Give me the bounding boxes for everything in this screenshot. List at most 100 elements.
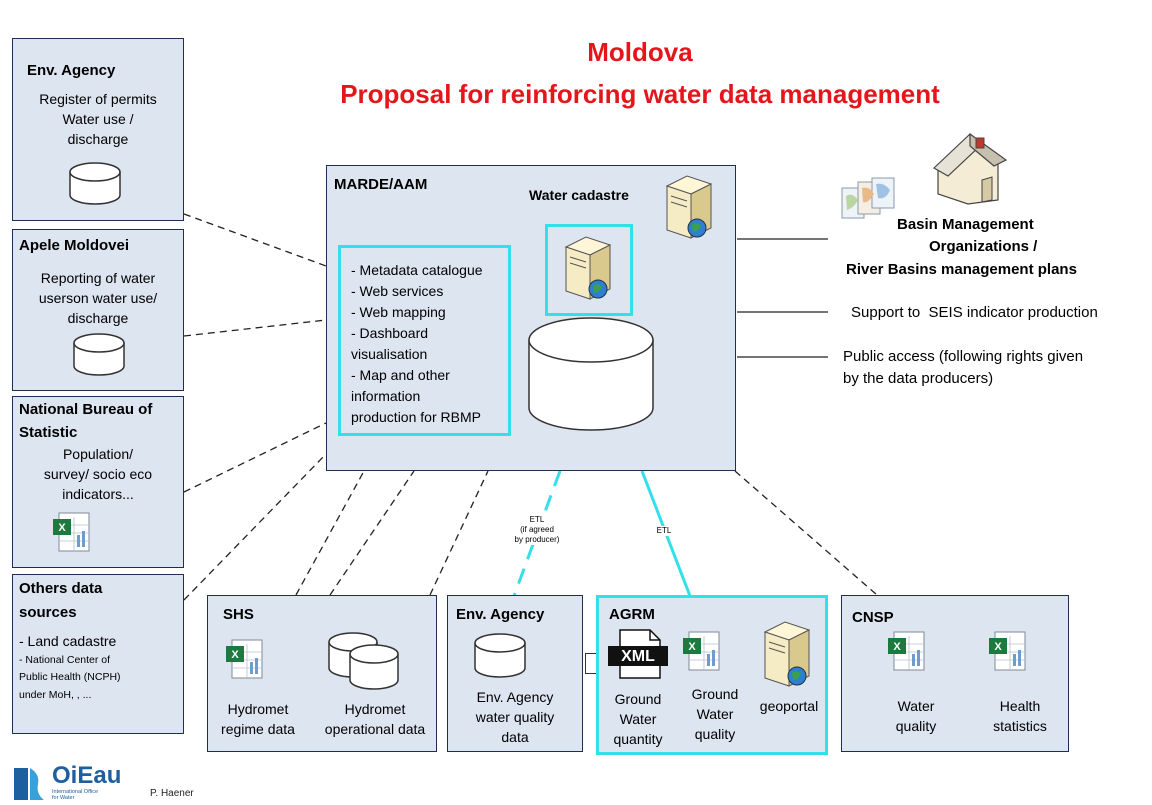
agrm-c-line1: geoportal	[759, 698, 819, 714]
spreadsheet-icon: X	[683, 631, 720, 671]
etl-left-line1: ETL	[529, 515, 545, 524]
diagram-title-line2: Proposal for reinforcing water data mana…	[340, 79, 940, 109]
agrm-b-line2: Water	[696, 706, 734, 722]
bmo-line3: River Basins management plans	[846, 261, 1077, 278]
others-item2b: Public Health (NCPH)	[19, 671, 121, 683]
cnsp-b-line1: Health	[999, 698, 1041, 714]
services-item: - Map and other	[351, 367, 450, 383]
box-env-agency: Env. Agency Register of permits Water us…	[12, 38, 184, 221]
nbs-title-2: Statistic	[19, 424, 78, 441]
env-agency-line1: Register of permits	[39, 91, 157, 107]
public-access-line1: Public access (following rights given	[843, 348, 1084, 365]
public-access-line2: by the data producers)	[843, 370, 994, 387]
svg-text:X: X	[893, 641, 901, 653]
agrm-title: AGRM	[609, 606, 655, 623]
services-item: production for RBMP	[351, 409, 481, 425]
svg-text:X: X	[688, 641, 696, 653]
services-item: - Web services	[351, 283, 444, 299]
connector-apele	[183, 319, 327, 337]
others-item2a: - National Center of	[19, 654, 111, 666]
others-title-1: Others data	[19, 580, 103, 597]
shs-a-line1: Hydromet	[227, 701, 289, 717]
services-list-frame: - Metadata catalogue - Web services - We…	[338, 245, 511, 436]
xml-text: XML	[621, 648, 655, 665]
marde-title: MARDE/AAM	[334, 176, 428, 193]
maps-icon	[841, 177, 895, 219]
env-agency-line2: Water use /	[62, 111, 134, 127]
env-agency-line3: discharge	[67, 131, 129, 147]
env-bottom-line2: water quality	[475, 709, 555, 725]
database-icon	[328, 632, 399, 690]
apele-line1: Reporting of water	[40, 270, 156, 286]
spreadsheet-icon: X	[989, 631, 1026, 671]
etl-left-line2: (if agreed	[520, 525, 554, 534]
services-item: visualisation	[351, 346, 428, 362]
seis-text: Support to SEIS indicator production	[851, 304, 1098, 321]
etl-label-left: ETL (if agreed by producer)	[504, 515, 570, 545]
database-icon	[528, 317, 654, 431]
agrm-b-line1: Ground	[691, 686, 739, 702]
apele-line3: discharge	[67, 310, 129, 326]
apele-line2: userson water use/	[38, 290, 158, 306]
svg-text:X: X	[994, 641, 1002, 653]
nbs-line2: survey/ socio eco	[43, 466, 153, 482]
box-agrm: AGRM XML X Ground Water quantity Ground …	[596, 595, 828, 755]
env-bottom-title: Env. Agency	[456, 606, 545, 623]
connector-shs-a	[295, 470, 365, 596]
agrm-b-line3: quality	[694, 726, 736, 742]
env-agency-title: Env. Agency	[27, 62, 116, 79]
agrm-a-line1: Ground	[614, 691, 662, 707]
oieau-logo: OiEau International Office for Water P. …	[12, 762, 212, 804]
connector-shs-c	[429, 470, 489, 596]
box-shs: SHS X Hydromet regime data Hydromet oper…	[207, 595, 437, 752]
bmo-line2: Organizations /	[929, 238, 1038, 255]
database-icon	[474, 633, 526, 678]
connector-others	[183, 453, 327, 601]
box-others-data: Others data sources - Land cadastre - Na…	[12, 574, 184, 734]
box-national-bureau: National Bureau of Statistic Population/…	[12, 396, 184, 568]
cnsp-b-line2: statistics	[993, 718, 1047, 734]
logo-sub2: for Water	[52, 795, 75, 801]
diagram-title-line1: Moldova	[587, 37, 693, 67]
spreadsheet-icon: X	[888, 631, 925, 671]
database-icon	[73, 333, 125, 376]
spreadsheet-icon: X	[226, 639, 263, 679]
svg-text:X: X	[231, 649, 239, 661]
services-item: information	[351, 388, 421, 404]
agrm-a-line2: Water	[619, 711, 657, 727]
connector-env-agency	[183, 213, 327, 267]
shs-b-line2: operational data	[324, 721, 426, 737]
house-icon	[932, 132, 1008, 205]
env-bottom-line1: Env. Agency	[476, 689, 554, 705]
box-apele-moldovei: Apele Moldovei Reporting of water userso…	[12, 229, 184, 391]
logo-text: OiEau	[52, 762, 122, 789]
cnsp-a-line2: quality	[895, 718, 937, 734]
nbs-line1: Population/	[62, 446, 134, 462]
etl-label-right: ETL	[654, 526, 674, 536]
nbs-line3: indicators...	[62, 486, 134, 502]
apele-title: Apele Moldovei	[19, 237, 130, 254]
etl-left-line3: by producer)	[514, 535, 560, 544]
water-cadastre-server-frame	[545, 224, 633, 316]
services-item: - Metadata catalogue	[351, 262, 483, 278]
server-icon	[665, 175, 713, 239]
xml-file-icon: XML	[608, 629, 668, 679]
database-icon	[69, 162, 121, 205]
cnsp-title: CNSP	[852, 609, 894, 626]
others-title-2: sources	[19, 604, 77, 621]
shs-b-line1: Hydromet	[344, 701, 406, 717]
others-item1: - Land cadastre	[19, 633, 117, 649]
water-cadastre-label: Water cadastre	[529, 187, 629, 203]
services-item: - Dashboard	[351, 325, 429, 341]
logo-sub1: International Office	[52, 789, 99, 795]
connector-cnsp	[734, 470, 878, 596]
bmo-line1: Basin Management	[897, 216, 1034, 233]
svg-text:X: X	[58, 522, 66, 534]
connector-shs-b	[329, 470, 415, 596]
agrm-a-line3: quantity	[613, 731, 663, 747]
shs-a-line2: regime data	[221, 721, 295, 737]
server-icon	[564, 236, 612, 300]
box-marde-aam: MARDE/AAM Water cadastre - Metadata cata…	[326, 165, 736, 471]
server-icon	[763, 621, 811, 687]
others-item2c: under MoH, , ...	[19, 689, 92, 701]
